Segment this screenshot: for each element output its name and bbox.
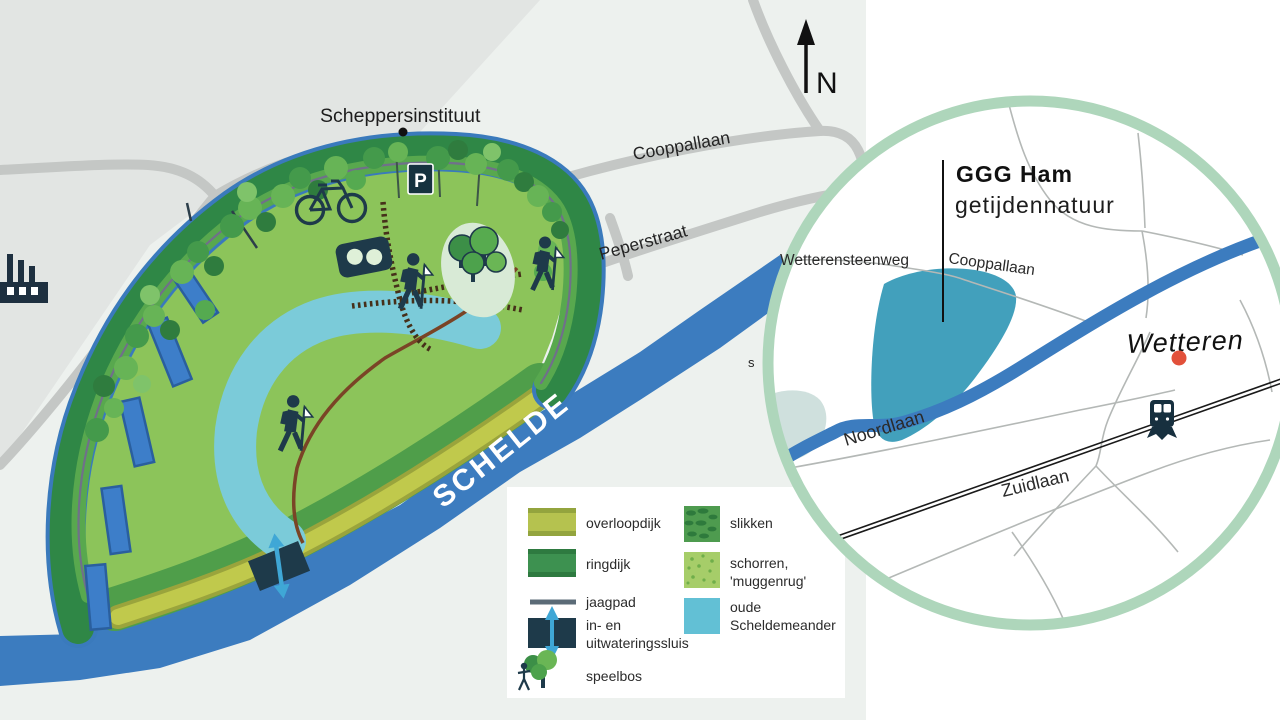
- legend-item-slikken: slikken: [684, 506, 773, 542]
- institute-label: Scheppersinstituut: [320, 105, 481, 127]
- legend-label: Scheldemeander: [730, 617, 836, 633]
- clipped-label-fragment: s: [748, 355, 755, 370]
- road-branch: [605, 213, 633, 281]
- legend-label: uitwateringssluis: [586, 635, 689, 651]
- institute-dot: [398, 127, 408, 137]
- speelbos-trees-icon: [448, 226, 507, 282]
- legend-label: oude: [730, 599, 761, 615]
- inset-river: [776, 231, 1271, 468]
- city-label: Wetteren: [1126, 325, 1244, 359]
- legend-label: 'muggenrug': [730, 573, 806, 589]
- inset-title: GGG Ham: [956, 161, 1073, 187]
- city-dot: [1171, 350, 1187, 366]
- legend-item-jaagpad: jaagpad: [530, 594, 636, 610]
- bicycle-icon: [294, 179, 368, 226]
- legend-label: slikken: [730, 515, 773, 531]
- legend-label: overloopdijk: [586, 515, 662, 531]
- north-arrow-icon: N: [797, 19, 838, 100]
- legend-item-schorren: schorren, 'muggenrug': [684, 552, 806, 589]
- train-icon: [1147, 400, 1177, 440]
- tree-belt: [85, 140, 569, 442]
- dike-path-line: [77, 161, 572, 598]
- location-inset: GGG Ham getijdennatuur Wetterensteenweg …: [762, 95, 1280, 631]
- parking-letter: P: [414, 171, 427, 192]
- legend-item-meander: oude Scheldemeander: [684, 598, 836, 634]
- sluice-icon: [247, 533, 311, 599]
- legend-item-overloopdijk: overloopdijk: [528, 508, 662, 536]
- legend-label: jaagpad: [585, 594, 636, 610]
- legend-label: in- en: [586, 617, 621, 633]
- built-up-area: [0, 0, 540, 465]
- legend-label: ringdijk: [586, 556, 631, 572]
- legend-label: speelbos: [586, 668, 642, 684]
- main-map: P Scheppersinstituut Cooppallaan Peperst…: [0, 0, 870, 720]
- wetterensteenweg-label: Wetterensteenweg: [780, 252, 909, 269]
- legend-panel: overloopdijk ringdijk jaagpad in- en uit…: [507, 487, 845, 698]
- speelbos-area: [441, 222, 515, 318]
- inset-roads: [773, 106, 1273, 620]
- binoculars-icon: [335, 236, 393, 278]
- legend-item-sluis: in- en uitwateringssluis: [528, 606, 689, 660]
- road-north: [748, 0, 825, 136]
- inset-ring: [762, 95, 1280, 631]
- legend-item-speelbos: speelbos: [517, 650, 642, 691]
- muggenrug-line: [291, 266, 519, 544]
- legend-item-ringdijk: ringdijk: [528, 549, 631, 577]
- inset-subtitle: getijdennatuur: [955, 192, 1115, 218]
- railway-line: [811, 373, 1280, 550]
- north-label: N: [816, 67, 838, 100]
- parking-icon: P: [407, 163, 434, 195]
- ggg-ham-area: [871, 268, 1017, 442]
- ringdijk-band: [45, 131, 606, 648]
- road-west: [0, 159, 220, 201]
- legend-label: schorren,: [730, 555, 788, 571]
- entrance-line-2: [185, 202, 193, 222]
- factory-icon: [0, 254, 48, 303]
- old-meander: [214, 290, 501, 562]
- legend-person-icon: [517, 662, 531, 691]
